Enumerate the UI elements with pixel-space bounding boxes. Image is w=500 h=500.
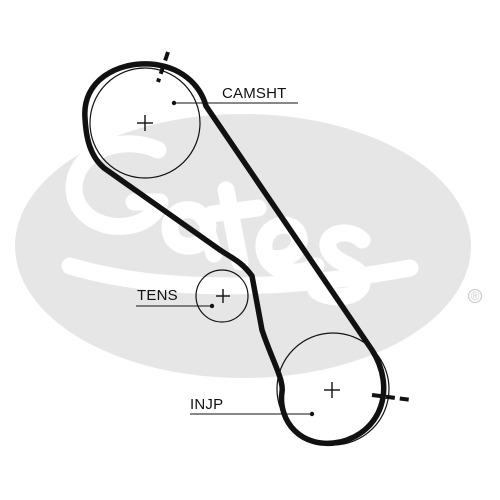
injection-pump-timing-mark xyxy=(371,393,413,402)
tensioner-label: TENS xyxy=(137,287,178,304)
watermark-lettering xyxy=(61,135,419,306)
camshaft-timing-mark xyxy=(156,51,170,83)
gates-watermark-logo: ® xyxy=(15,114,483,378)
camshaft-center-cross xyxy=(137,115,153,131)
injection-pump-leader-dot xyxy=(309,411,315,417)
tensioner-center-cross xyxy=(216,289,230,303)
camshaft-leader-dot xyxy=(171,100,177,106)
tensioner-pulley xyxy=(195,269,249,323)
timing-belt xyxy=(82,61,387,447)
registered-mark-text: ® xyxy=(471,289,480,303)
camshaft-label: CAMSHT xyxy=(222,85,287,102)
injection-pump-center-cross xyxy=(324,382,340,398)
camshaft-pulley xyxy=(89,67,201,179)
tensioner-leader-dot xyxy=(209,303,215,309)
injection-pump-label: INJP xyxy=(190,396,223,413)
registered-trademark-icon: ® xyxy=(467,288,483,304)
